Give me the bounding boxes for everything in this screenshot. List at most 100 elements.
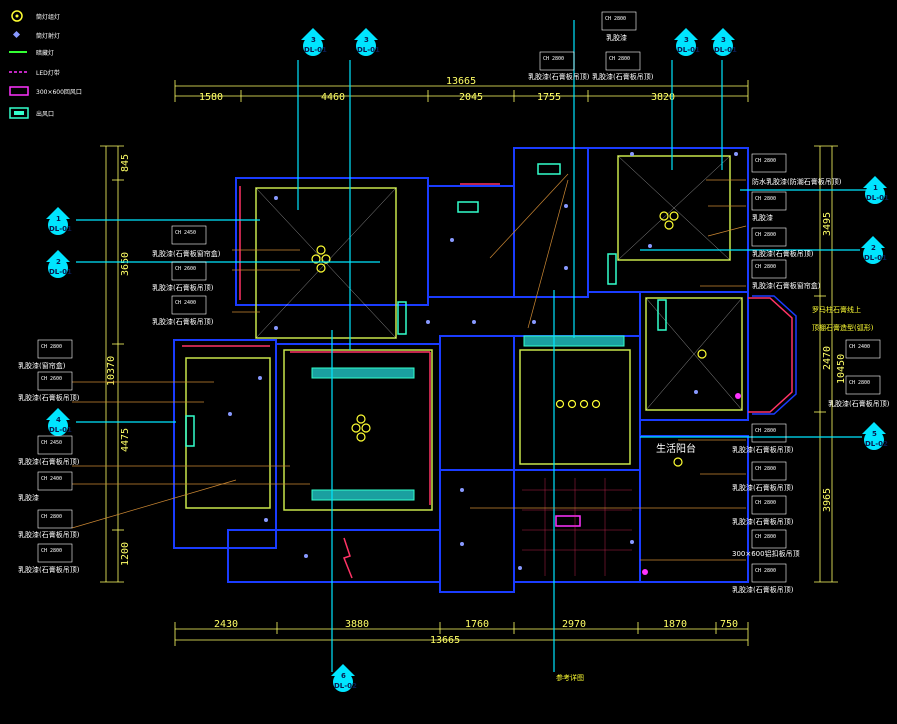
- downlight-cluster-icon: [11, 10, 23, 22]
- svg-text:4: 4: [56, 416, 61, 424]
- height-tag-11: CH 2800: [41, 514, 62, 520]
- bay-window: [752, 295, 797, 415]
- return-vent-icon: [9, 86, 29, 96]
- height-tag-1: CH 2800: [605, 16, 626, 22]
- notes: 乳胶漆 乳胶漆(石膏板吊顶) 乳胶漆(石膏板吊顶) 乳胶漆(石膏板窗帘盒) 乳胶…: [18, 33, 890, 682]
- section-bubble-1-left: 1 DL-01: [46, 207, 72, 235]
- height-tag-13: CH 2800: [755, 158, 776, 164]
- height-tag-17: CH 2400: [849, 344, 870, 350]
- svg-text:2: 2: [56, 258, 61, 266]
- top-dim-5: 3820: [651, 92, 675, 103]
- left-dim-3: 10370: [106, 356, 117, 386]
- svg-text:1: 1: [56, 215, 61, 223]
- svg-text:DL-01: DL-01: [304, 46, 327, 54]
- left-dimensions: [100, 145, 124, 583]
- top-dimensions: [174, 80, 749, 102]
- svg-text:3: 3: [684, 36, 689, 44]
- spot-light-icon: [12, 30, 21, 39]
- note-top-a: 乳胶漆(石膏板吊顶): [528, 72, 590, 81]
- note-left-c: 乳胶漆(石膏板吊顶): [152, 317, 214, 326]
- bottom-dim-6: 750: [720, 619, 738, 630]
- balcony-label: 生活阳台: [656, 442, 696, 455]
- note-bottom: 参考详图: [556, 673, 584, 682]
- note-right-f: 乳胶漆(石膏板吊顶): [732, 445, 794, 454]
- legend-label-5: 300×600回风口: [36, 89, 82, 96]
- note-top-b: 乳胶漆(石膏板吊顶): [592, 72, 654, 81]
- top-total-dimension: 13665: [446, 76, 476, 87]
- height-tag-4: CH 2450: [175, 230, 196, 236]
- note-right-b: 乳胶漆: [752, 213, 773, 222]
- section-bubble-4-left: 4 DL-01: [46, 408, 72, 436]
- height-tag-5: CH 2600: [175, 266, 196, 272]
- section-bubble-3c: 3 DL-01: [674, 28, 700, 56]
- exhaust-fan-icon: [642, 569, 648, 575]
- height-tag-20: CH 2800: [755, 466, 776, 472]
- height-tag-7: CH 2800: [41, 344, 62, 350]
- note-left-h: 乳胶漆(石膏板吊顶): [18, 530, 80, 539]
- legend: 筒灯组灯 筒灯射灯 暗藏灯 LED灯带 300×600回风口 出风口: [9, 10, 82, 119]
- height-tag-15: CH 2800: [755, 232, 776, 238]
- note-left-a: 乳胶漆(石膏板窗帘盒): [152, 249, 221, 258]
- kitchen-grid: [522, 478, 632, 576]
- note-left-b: 乳胶漆(石膏板吊顶): [152, 283, 214, 292]
- section-bubble-2-left: 2 DL-01: [46, 250, 72, 278]
- height-tag-2: CH 2800: [543, 56, 564, 62]
- ceiling-diagonals: [255, 155, 743, 411]
- right-dim-1: 3495: [822, 212, 833, 236]
- svg-text:DL-01: DL-01: [49, 225, 72, 233]
- section-bubble-5-right: 5 DL-02: [862, 422, 888, 450]
- return-vent: [555, 515, 581, 527]
- svg-text:5: 5: [872, 430, 877, 438]
- note-right-i: 300×600铝扣板吊顶: [732, 549, 800, 558]
- note-right-d: 乳胶漆(石膏板窗帘盒): [752, 281, 821, 290]
- svg-text:DL-02: DL-02: [334, 682, 357, 690]
- note-right-g: 乳胶漆(石膏板吊顶): [732, 483, 794, 492]
- section-bubble-1-right: 1 DL-01: [863, 176, 889, 204]
- bottom-dim-2: 3880: [345, 619, 369, 630]
- section-bubble-3a: 3 DL-01: [301, 28, 327, 56]
- note-right-h: 乳胶漆(石膏板吊顶): [732, 517, 794, 526]
- svg-text:DL-01: DL-01: [677, 46, 700, 54]
- height-tag-9: CH 2450: [41, 440, 62, 446]
- note-left-d: 乳胶漆(窗帘盒): [18, 361, 66, 370]
- svg-text:DL-01: DL-01: [866, 194, 889, 202]
- note-left-e: 乳胶漆(石膏板吊顶): [18, 393, 80, 402]
- note-right-e: 乳胶漆(石膏板吊顶): [828, 399, 890, 408]
- bottom-dim-3: 1760: [465, 619, 489, 630]
- note-left-f: 乳胶漆(石膏板吊顶): [18, 457, 80, 466]
- section-lines: [76, 20, 866, 672]
- legend-label-3: 暗藏灯: [36, 49, 54, 57]
- top-dim-2: 4460: [321, 92, 345, 103]
- height-tag-12: CH 2800: [41, 548, 62, 554]
- legend-label-4: LED灯带: [36, 69, 60, 77]
- supply-vents: [185, 163, 667, 501]
- note-top-center: 乳胶漆: [606, 33, 627, 42]
- left-dim-5: 1200: [120, 542, 131, 566]
- note-bay-2: 顶棚石膏造型(弧形): [812, 323, 874, 332]
- top-dim-1: 1580: [199, 92, 223, 103]
- legend-label-2: 筒灯射灯: [36, 32, 60, 40]
- bottom-total-dimension: 13665: [430, 635, 460, 646]
- height-tag-labels: CH 2800 CH 2800 CH 2800 CH 2450 CH 2600 …: [41, 16, 870, 574]
- bottom-dim-4: 2970: [562, 619, 586, 630]
- svg-text:3: 3: [721, 36, 726, 44]
- height-tag-14: CH 2800: [755, 196, 776, 202]
- svg-text:3: 3: [364, 36, 369, 44]
- height-tag-8: CH 2600: [41, 376, 62, 382]
- ceiling-outlines: [185, 155, 743, 511]
- legend-label-1: 筒灯组灯: [36, 13, 60, 21]
- svg-text:DL-01: DL-01: [49, 268, 72, 276]
- top-dim-4: 1755: [537, 92, 561, 103]
- section-bubble-3b: 3 DL-01: [354, 28, 380, 56]
- section-bubble-6-bottom: 6 DL-02: [331, 664, 357, 692]
- svg-text:DL-01: DL-01: [714, 46, 737, 54]
- height-tag-19: CH 2800: [755, 428, 776, 434]
- svg-text:DL-02: DL-02: [865, 440, 888, 448]
- height-tag-10: CH 2400: [41, 476, 62, 482]
- note-right-a: 防水乳胶漆(防潮石膏板吊顶): [752, 177, 842, 186]
- svg-text:DL-01: DL-01: [49, 426, 72, 434]
- height-tag-23: CH 2800: [755, 568, 776, 574]
- leader-lines: [71, 173, 747, 561]
- height-tag-21: CH 2800: [755, 500, 776, 506]
- spot-lights: [228, 152, 738, 570]
